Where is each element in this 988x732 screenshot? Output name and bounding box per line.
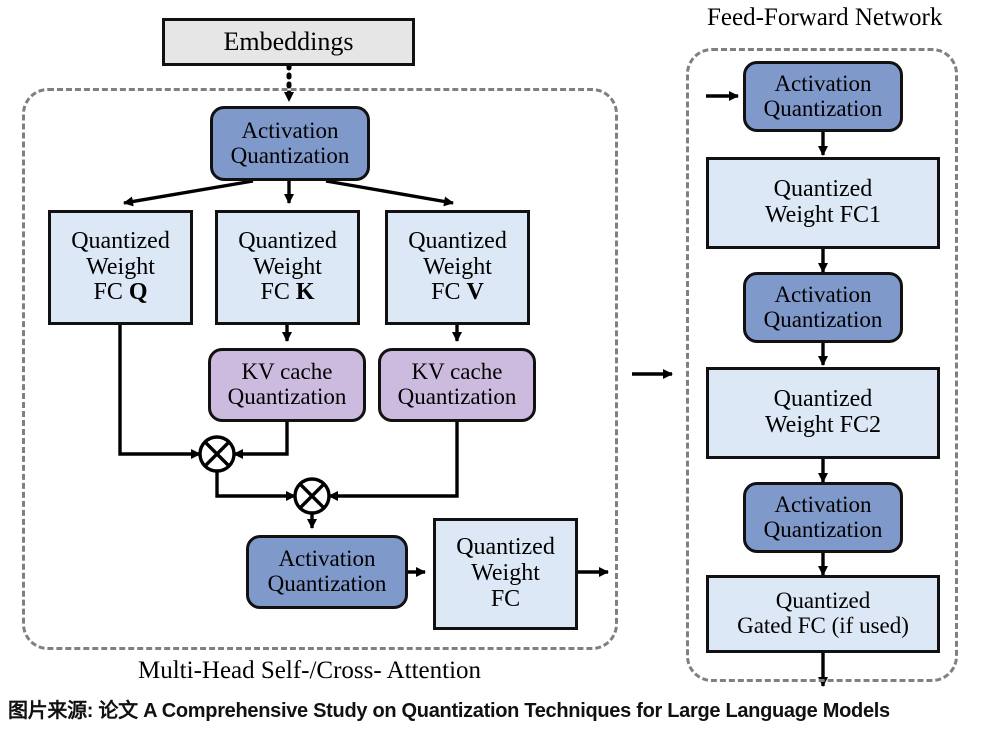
activation-quantization-top-label: Activation Quantization (230, 117, 350, 168)
activation-quantization-top-box[interactable]: Activation Quantization (210, 106, 370, 181)
ffn-activation-quantization-3-label: Activation Quantization (763, 491, 883, 542)
kv-cache-quantization-k-label: KV cache Quantization (227, 359, 347, 409)
activation-quantization-out-label: Activation Quantization (267, 546, 387, 596)
embeddings-label: Embeddings (223, 26, 354, 56)
ffn-quantized-gated-fc-label: Quantized Gated FC (if used) (737, 588, 909, 638)
activation-quantization-out-box[interactable]: Activation Quantization (246, 535, 408, 609)
ffn-panel-title: Feed-Forward Network (707, 4, 943, 31)
kv-cache-quantization-k-box[interactable]: KV cache Quantization (208, 348, 366, 422)
kv-cache-quantization-v-label: KV cache Quantization (397, 359, 517, 409)
ffn-quantized-gated-fc-box[interactable]: Quantized Gated FC (if used) (706, 575, 940, 653)
ffn-quantized-weight-fc1-label: Quantized Weight FC1 (764, 176, 882, 228)
embeddings-box[interactable]: Embeddings (162, 18, 415, 66)
quantized-weight-fc-out-box[interactable]: Quantized Weight FC (433, 518, 578, 630)
ffn-quantized-weight-fc2-label: Quantized Weight FC2 (764, 386, 882, 438)
attention-panel-title: Multi-Head Self-/Cross- Attention (138, 657, 482, 684)
ffn-activation-quantization-2-box[interactable]: Activation Quantization (743, 272, 903, 343)
ffn-activation-quantization-1-box[interactable]: Activation Quantization (743, 61, 903, 132)
source-caption: 图片来源: 论文 A Comprehensive Study on Quanti… (8, 700, 890, 722)
ffn-quantized-weight-fc1-box[interactable]: Quantized Weight FC1 (706, 157, 940, 249)
ffn-activation-quantization-1-label: Activation Quantization (763, 70, 883, 121)
ffn-quantized-weight-fc2-box[interactable]: Quantized Weight FC2 (706, 367, 940, 459)
kv-cache-quantization-v-box[interactable]: KV cache Quantization (378, 348, 536, 422)
ffn-activation-quantization-3-box[interactable]: Activation Quantization (743, 482, 903, 553)
ffn-activation-quantization-2-label: Activation Quantization (763, 281, 883, 332)
quantized-weight-fc-out-label: Quantized Weight FC (456, 534, 555, 612)
attention-panel-border (22, 88, 618, 650)
